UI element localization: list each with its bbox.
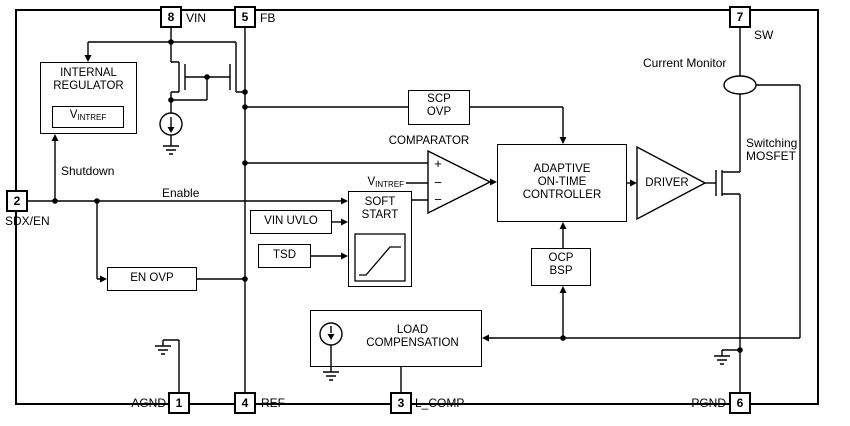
junction-dot [242, 104, 248, 110]
scp-ovp-line2: OVP [426, 106, 452, 118]
junction-dot [168, 97, 174, 103]
pin-label-agnd: AGND [131, 396, 166, 410]
arrowhead [559, 137, 567, 144]
pin-number-4: 4 [241, 396, 249, 410]
arrowhead [100, 275, 107, 283]
junction-dot [168, 39, 174, 45]
junction-dot [94, 198, 100, 204]
pin-number-3: 3 [397, 396, 405, 410]
comparator-plus-sign: + [434, 156, 442, 171]
arrowhead [51, 134, 59, 141]
pin-label-pgnd: PGND [691, 396, 726, 410]
scp-ovp-line1: SCP [427, 93, 451, 105]
arrowhead [84, 55, 92, 62]
enable-label: Enable [162, 186, 200, 200]
load-comp-line2: COMPENSATION [366, 337, 459, 349]
pin-label-sw: SW [754, 28, 774, 42]
comparator-title: COMPARATOR [388, 135, 470, 147]
pin-label-lcomp: L_COMP [415, 396, 465, 410]
ocp-bsp-line1: OCP [548, 252, 574, 264]
junction-dot [242, 276, 248, 282]
pin-label-vin: VIN [186, 11, 207, 25]
pmos-gate-link [171, 76, 230, 101]
current-monitor-label: Current Monitor [643, 56, 727, 70]
current-monitor-ellipse [723, 75, 757, 95]
arrowhead [167, 127, 175, 133]
junction-dot [242, 160, 248, 166]
en-ovp-label: EN OVP [130, 272, 174, 284]
load-comp-line1: LOAD [396, 324, 429, 336]
driver-label: DRIVER [645, 177, 689, 189]
switching-mosfet-icon [715, 170, 740, 196]
ground-icon [155, 339, 180, 393]
comparator-vintref-label: VINTREF [367, 176, 404, 189]
pin-number-2: 2 [13, 194, 21, 208]
soft-start-line1: SOFT [364, 196, 396, 208]
soft-start-line2: START [361, 209, 399, 221]
arrowhead [559, 286, 567, 293]
junction-dot [242, 89, 248, 95]
pin-number-8: 8 [167, 10, 175, 24]
arrowhead [490, 178, 497, 186]
pin-number-1: 1 [175, 396, 183, 410]
current-source-icon [159, 112, 183, 136]
arrowhead [559, 222, 567, 229]
wire-scp-ovp [245, 106, 564, 138]
arrowhead [341, 218, 348, 226]
switching-mosfet-label-line1: Switching [746, 136, 798, 150]
vin-uvlo-label: VIN UVLO [264, 215, 318, 227]
pin-label-fb: FB [260, 11, 276, 25]
adaptive-line3: CONTROLLER [522, 189, 602, 201]
pmos-left-icon [170, 61, 186, 113]
shutdown-label: Shutdown [61, 164, 115, 178]
junction-dot [560, 335, 566, 341]
arrowhead [341, 252, 348, 260]
vintref-label: VINTREF [69, 109, 107, 122]
junction-dot [737, 347, 743, 353]
adaptive-line2: ON-TIME [537, 176, 587, 188]
arrowhead [630, 179, 637, 187]
wire-vin [87, 27, 237, 62]
tsd-label: TSD [273, 249, 296, 261]
ground-icon [714, 349, 740, 365]
switching-mosfet-label-line2: MOSFET [746, 149, 796, 163]
internal-regulator-line1: INTERNAL [60, 67, 117, 79]
pin-number-7: 7 [736, 10, 744, 24]
pin-number-6: 6 [736, 396, 744, 410]
ocp-bsp-line2: BSP [549, 265, 573, 277]
internal-regulator-line2: REGULATOR [53, 80, 124, 92]
comparator-minus-sign: − [434, 192, 442, 207]
ground-icon [163, 135, 179, 155]
junction-dot [52, 198, 58, 204]
pin-number-5: 5 [241, 10, 249, 24]
pin-label-ref: REF [261, 396, 285, 410]
adaptive-line1: ADAPTIVE [533, 163, 591, 175]
arrowhead [482, 334, 489, 342]
pmos-right-icon [229, 62, 245, 93]
pin-label-sdx-en: SDX/EN [5, 214, 50, 228]
junction-dot [204, 74, 210, 80]
arrowhead [341, 197, 348, 205]
comparator-minus-sign: − [434, 175, 442, 190]
